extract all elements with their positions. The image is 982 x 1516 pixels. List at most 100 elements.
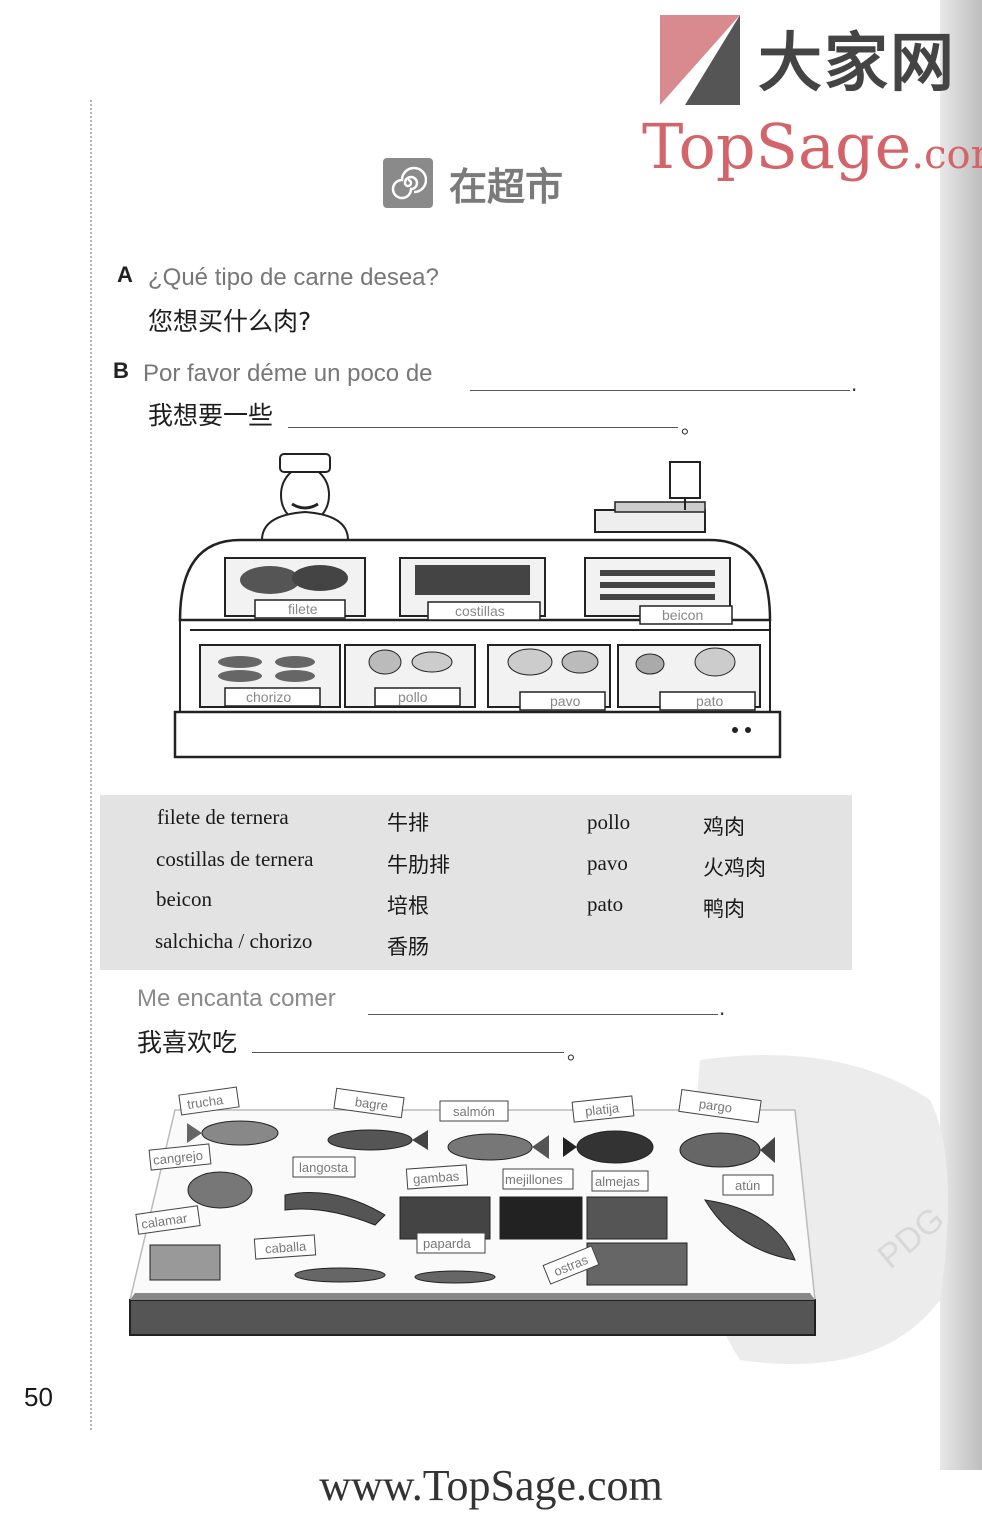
fish-label-pargo: pargo <box>698 1096 733 1115</box>
label-tag-trucha: trucha <box>178 1086 240 1116</box>
label-tag-cangrejo: cangrejo <box>148 1143 212 1171</box>
fish-atun <box>704 1199 796 1261</box>
tray-costillas: costillas <box>399 557 546 621</box>
section-c-zh-period: 。 <box>567 1040 587 1064</box>
vocab-zh-salchicha: 香肠 <box>387 935 429 959</box>
vocabulary-box <box>100 795 852 970</box>
fish-label-paparda: paparda <box>423 1236 471 1251</box>
section-b-marker: B <box>113 358 129 383</box>
page-title-block: 在超市 <box>383 155 563 211</box>
fish-langosta <box>284 1192 386 1226</box>
fish-label-calamar: calamar <box>140 1210 189 1231</box>
label-tag-paparda: paparda <box>416 1232 486 1254</box>
fish-calamar <box>149 1244 221 1281</box>
vocab-zh-costillas: 牛肋排 <box>387 853 450 877</box>
topsage-logo: 大家网 TopSage.com <box>640 0 982 200</box>
vocab-zh-pato: 鸭肉 <box>703 897 745 921</box>
vocab-es-filete: filete de ternera <box>157 805 289 829</box>
tray-pato: pato <box>617 644 761 711</box>
seafood-almejas-box <box>586 1196 668 1240</box>
section-b-es-period: . <box>851 372 858 396</box>
section-c-blank-es <box>368 1014 718 1015</box>
section-b-blank-es <box>470 390 850 391</box>
tray-pollo: pollo <box>344 644 476 708</box>
meat-label-pollo: pollo <box>398 689 428 705</box>
vocab-es-costillas: costillas de ternera <box>156 847 314 871</box>
label-tag-bagre: bagre <box>333 1087 405 1119</box>
footer-url: www.TopSage.com <box>319 1461 663 1510</box>
section-a-question-es: ¿Qué tipo de carne desea? <box>148 264 439 291</box>
label-tag-calamar: calamar <box>135 1205 201 1235</box>
section-c-prompt-es: Me encanta comer <box>137 985 336 1012</box>
page-title: 在超市 <box>449 163 564 209</box>
fish-bagre <box>327 1129 428 1151</box>
meat-label-filete: filete <box>288 601 318 617</box>
fish-label-bagre: bagre <box>354 1094 389 1113</box>
butcher-figure <box>260 453 350 541</box>
label-tag-langosta: langosta <box>292 1156 356 1178</box>
meat-label-costillas: costillas <box>455 603 505 619</box>
tray-filete: filete <box>224 557 366 619</box>
section-b-zh-period: 。 <box>681 414 701 438</box>
seafood-ostras-box <box>586 1242 688 1286</box>
tray-chorizo: chorizo <box>199 644 341 708</box>
section-c-es-period: . <box>719 996 726 1020</box>
fish-label-cangrejo: cangrejo <box>152 1148 203 1168</box>
fish-paparda <box>414 1270 496 1284</box>
vocab-zh-filete: 牛排 <box>387 811 429 835</box>
label-tag-platija: platija <box>571 1095 635 1123</box>
meat-label-pavo: pavo <box>550 693 581 709</box>
label-tag-pargo: pargo <box>678 1088 762 1124</box>
section-b-blank-zh <box>288 427 678 428</box>
meat-label-pato: pato <box>696 693 723 709</box>
tray-beicon: beicon <box>584 557 733 625</box>
spiral-icon <box>383 158 433 208</box>
fish-label-trucha: trucha <box>186 1092 225 1112</box>
vocab-zh-beicon: 培根 <box>387 894 429 918</box>
label-tag-salmon: salmón <box>439 1100 509 1122</box>
label-tag-almejas: almejas <box>591 1170 649 1192</box>
fish-pargo <box>679 1132 775 1168</box>
vocab-es-salchicha: salchicha / chorizo <box>155 929 313 953</box>
fish-trucha <box>187 1120 279 1146</box>
meat-label-beicon: beicon <box>662 607 703 623</box>
vocab-es-beicon: beicon <box>156 887 212 911</box>
seafood-mejillones-box <box>499 1196 583 1240</box>
vocab-zh-pollo: 鸡肉 <box>703 815 745 839</box>
page-number: 50 <box>24 1382 53 1412</box>
fish-counter-illustration: trucha bagre salmón platija pargo cangre… <box>129 1086 816 1336</box>
tray-pavo: pavo <box>487 644 611 711</box>
fish-label-salmon: salmón <box>453 1104 495 1119</box>
fish-salmon <box>447 1133 549 1161</box>
fish-cangrejo <box>187 1171 253 1209</box>
label-tag-atun: atún <box>722 1174 774 1196</box>
section-c-blank-zh <box>252 1052 564 1053</box>
section-c-prompt-zh: 我喜欢吃 <box>137 1028 238 1057</box>
logo-chinese-name: 大家网 <box>758 26 956 101</box>
vocab-es-pato: pato <box>587 892 624 916</box>
fish-label-atun: atún <box>735 1178 760 1193</box>
vocab-es-pavo: pavo <box>587 851 628 875</box>
scale-figure <box>594 461 706 533</box>
logo-english-name: TopSage.com <box>642 110 982 183</box>
vocab-es-pollo: pollo <box>587 810 631 834</box>
fish-platija <box>563 1130 654 1164</box>
fish-label-mejillones: mejillones <box>505 1172 563 1187</box>
fish-label-caballa: caballa <box>265 1238 308 1256</box>
vocab-zh-pavo: 火鸡肉 <box>703 856 766 880</box>
meat-label-chorizo: chorizo <box>246 689 291 705</box>
fish-caballa <box>294 1267 386 1283</box>
logo-triangle-icon <box>660 15 740 105</box>
fish-label-langosta: langosta <box>299 1160 349 1175</box>
fish-label-platija: platija <box>584 1100 620 1119</box>
label-tag-gambas: gambas <box>405 1164 469 1190</box>
section-b-prompt-es: Por favor déme un poco de <box>143 360 433 387</box>
meat-counter-illustration: filete costillas beicon chorizo pollo pa… <box>173 453 782 759</box>
section-a-question-zh: 您想买什么肉? <box>148 307 312 336</box>
section-b-prompt-zh: 我想要一些 <box>148 401 274 430</box>
label-tag-caballa: caballa <box>253 1234 317 1260</box>
label-tag-mejillones: mejillones <box>502 1168 574 1190</box>
fish-label-almejas: almejas <box>595 1174 640 1189</box>
section-a-marker: A <box>117 262 133 287</box>
fish-label-gambas: gambas <box>413 1168 461 1186</box>
